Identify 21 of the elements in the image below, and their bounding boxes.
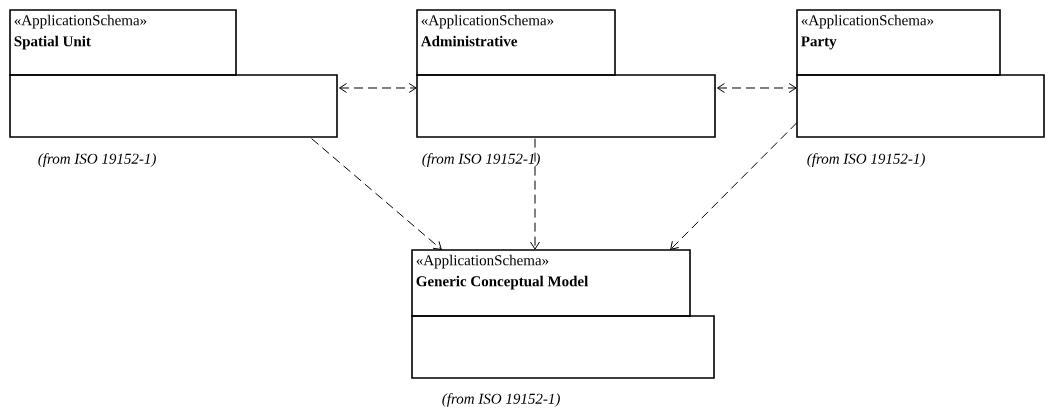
package-box: «ApplicationSchema» Generic Conceptual Model [411, 249, 715, 379]
package-box: «ApplicationSchema» Party [796, 9, 1045, 138]
dependency-arrow [670, 122, 798, 250]
package-box: «ApplicationSchema» Spatial Unit [9, 9, 338, 138]
dependency-arrow [339, 83, 417, 93]
package-origin-label: (from ISO 19152-1) [442, 393, 560, 407]
package-box: «ApplicationSchema» Administrative [416, 9, 716, 138]
node-label: «ApplicationSchema» [14, 14, 147, 29]
node-label: Generic Conceptual Model [416, 275, 589, 290]
node-label: «ApplicationSchema» [416, 254, 549, 269]
node-label: Administrative [420, 35, 518, 47]
package-origin-label: (from ISO 19152-1) [38, 153, 156, 167]
node-label: «ApplicationSchema» [421, 14, 554, 29]
dependency-arrow [717, 83, 797, 93]
dependency-arrow [530, 138, 540, 250]
node-label: Party [801, 36, 837, 50]
package-origin-label: (from ISO 19152-1) [422, 153, 540, 167]
node-label: Spatial Unit [14, 35, 91, 50]
package-origin-label: (from ISO 19152-1) [807, 153, 925, 167]
node-label: «ApplicationSchema» [801, 14, 934, 29]
dependency-arrow [311, 138, 442, 250]
